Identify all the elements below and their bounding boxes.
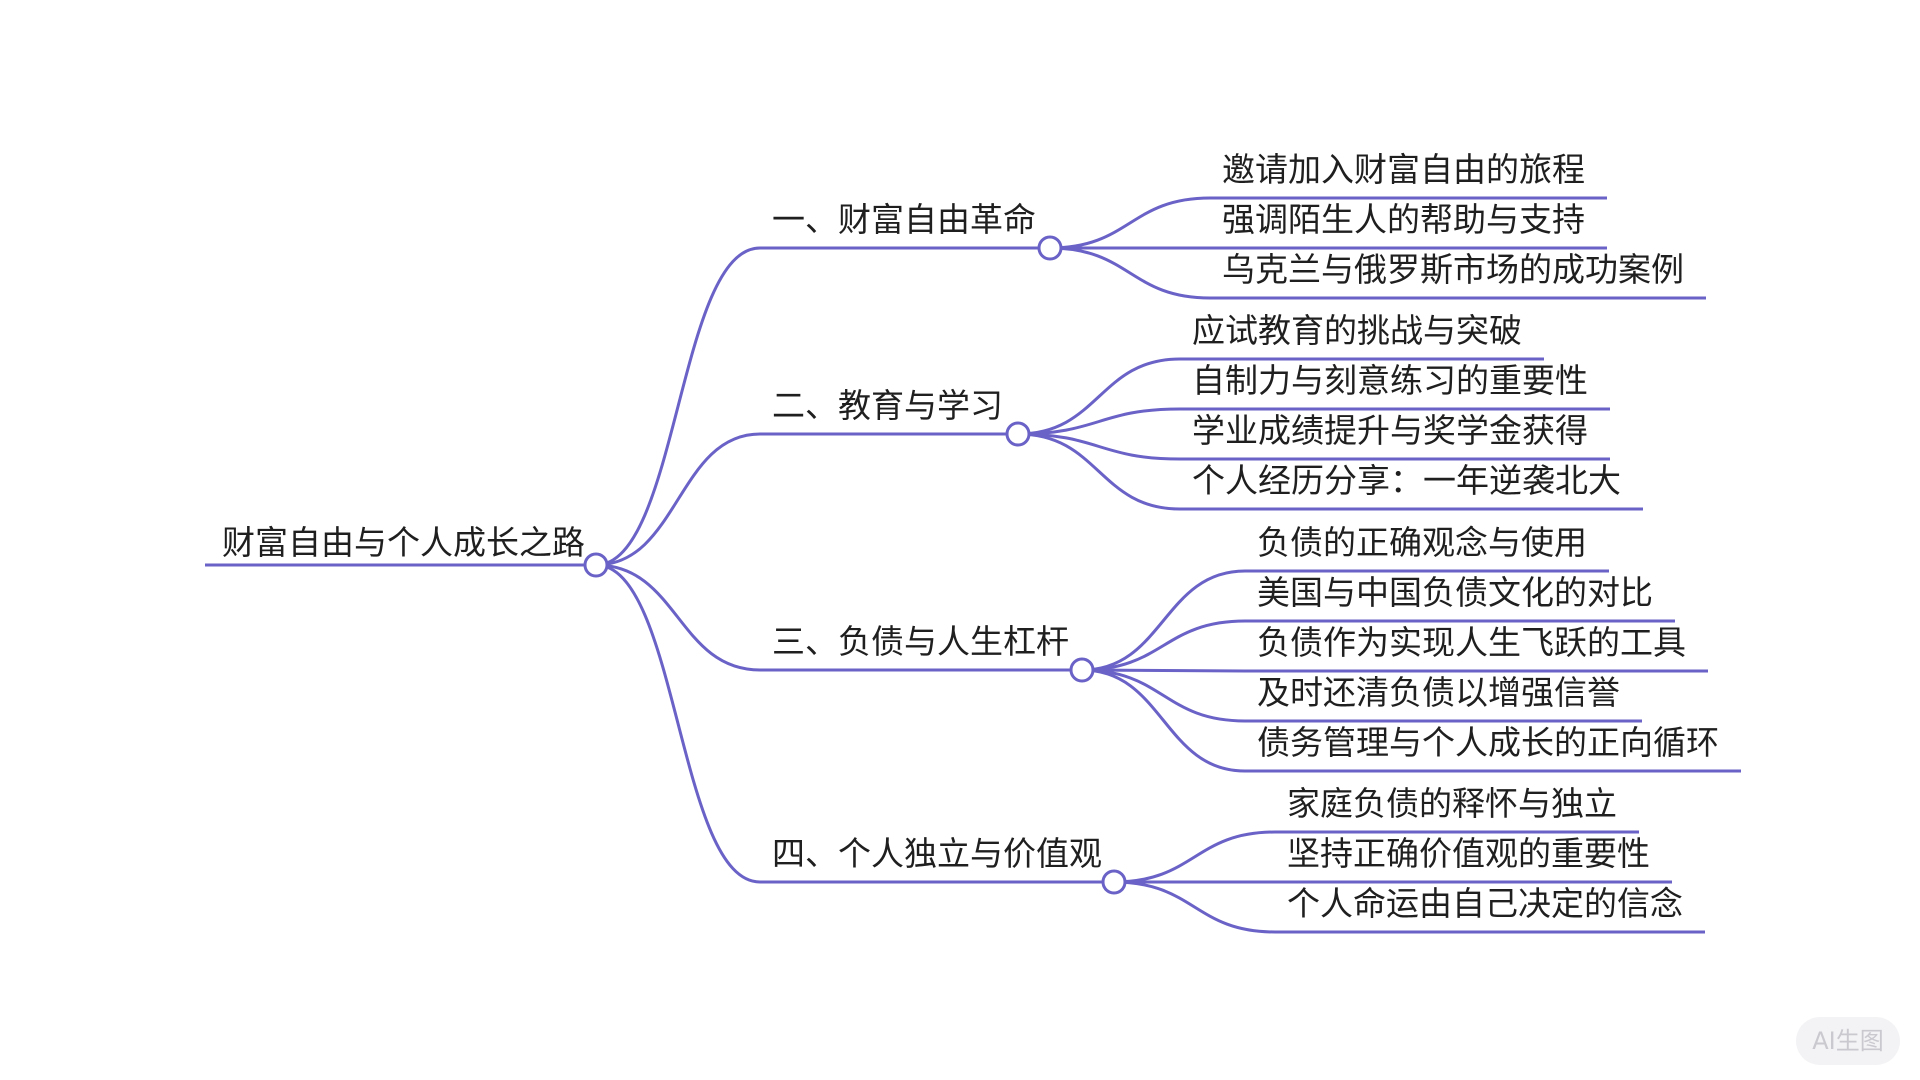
branch-collapse-toggle[interactable] xyxy=(1005,421,1031,447)
branch-node-label: 四、个人独立与价值观 xyxy=(772,834,1102,873)
root-to-branch-connector xyxy=(595,563,761,672)
leaf-node-label: 学业成绩提升与奖学金获得 xyxy=(1192,411,1588,450)
branch-to-leaf-connector xyxy=(1017,357,1181,436)
branch-node-label: 二、教育与学习 xyxy=(772,386,1003,425)
leaf-node-label: 强调陌生人的帮助与支持 xyxy=(1222,200,1585,239)
branch-collapse-toggle[interactable] xyxy=(1037,235,1063,261)
branch-collapse-toggle[interactable] xyxy=(1101,869,1127,895)
branch-to-leaf-connector xyxy=(1049,196,1211,250)
root-to-branch-connector xyxy=(595,563,761,884)
connector-lines xyxy=(205,196,1741,934)
leaf-node-label: 个人经历分享：一年逆袭北大 xyxy=(1192,461,1621,500)
branch-to-leaf-connector xyxy=(1113,830,1276,884)
leaf-node-label: 及时还清负债以增强信誉 xyxy=(1257,673,1620,712)
branch-to-leaf-connector xyxy=(1017,432,1181,461)
branch-node-label: 三、负债与人生杠杆 xyxy=(772,622,1069,661)
branch-node-label: 一、财富自由革命 xyxy=(772,200,1036,239)
leaf-node-label: 美国与中国负债文化的对比 xyxy=(1257,573,1653,612)
leaf-node-label: 乌克兰与俄罗斯市场的成功案例 xyxy=(1222,250,1684,289)
leaf-node-label: 债务管理与个人成长的正向循环 xyxy=(1257,723,1719,762)
branch-collapse-toggle[interactable] xyxy=(1069,657,1095,683)
branch-to-leaf-connector xyxy=(1081,668,1246,773)
branch-to-leaf-connector xyxy=(1081,668,1246,673)
branch-to-leaf-connector xyxy=(1081,619,1246,672)
node-labels: 财富自由与个人成长之路 一、财富自由革命 邀请加入财富自由的旅程强调陌生人的帮助与支… xyxy=(222,150,1719,923)
branch-to-leaf-connector xyxy=(1049,246,1211,300)
leaf-node-label: 个人命运由自己决定的信念 xyxy=(1287,884,1683,923)
branch-to-leaf-connector xyxy=(1081,668,1246,723)
leaf-node-label: 坚持正确价值观的重要性 xyxy=(1287,834,1650,873)
branch-to-leaf-connector xyxy=(1017,407,1181,436)
leaf-node-label: 邀请加入财富自由的旅程 xyxy=(1222,150,1585,189)
leaf-node-label: 家庭负债的释怀与独立 xyxy=(1287,784,1617,823)
leaf-node-label: 负债作为实现人生飞跃的工具 xyxy=(1257,623,1686,662)
leaf-node-label: 应试教育的挑战与突破 xyxy=(1192,311,1522,350)
branch-to-leaf-connector xyxy=(1081,569,1246,672)
root-node-label: 财富自由与个人成长之路 xyxy=(222,523,585,562)
leaf-node-label: 负债的正确观念与使用 xyxy=(1257,523,1587,562)
root-collapse-toggle[interactable] xyxy=(583,552,609,578)
ai-generated-badge: AI生图 xyxy=(1796,1017,1900,1065)
node-circles xyxy=(583,235,1127,895)
leaf-node-label: 自制力与刻意练习的重要性 xyxy=(1192,361,1588,400)
branch-to-leaf-connector xyxy=(1017,432,1181,511)
root-to-branch-connector xyxy=(595,432,761,567)
root-to-branch-connector xyxy=(595,246,761,567)
branch-to-leaf-connector xyxy=(1113,880,1276,934)
